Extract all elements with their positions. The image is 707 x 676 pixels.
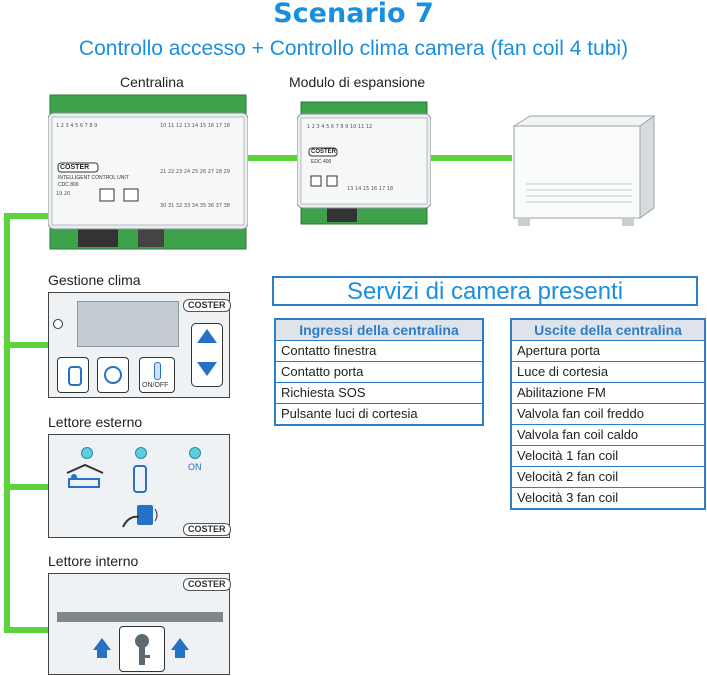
updown-buttons[interactable]: [191, 323, 223, 387]
input-row: Richiesta SOS: [276, 383, 482, 404]
expansion-module-drawing: 1 2 3 4 5 6 7 8 9 10 11 12 13 14 15 16 1…: [296, 101, 432, 225]
onoff-button[interactable]: ON/OFF: [139, 357, 175, 393]
input-row: Contatto porta: [276, 362, 482, 383]
display-screen: [77, 301, 179, 347]
lettore-esterno-label: Lettore esterno: [48, 414, 143, 430]
fan-coil-unit: [508, 112, 658, 230]
scenario-title: Scenario 7: [273, 0, 434, 29]
panel-brand: COSTER: [183, 299, 231, 312]
on-label: ON: [188, 462, 202, 472]
led-dnd: [135, 447, 147, 459]
do-not-disturb-button[interactable]: [57, 357, 89, 393]
onoff-label: ON/OFF: [142, 382, 169, 389]
internal-reader-brand: COSTER: [183, 578, 231, 591]
services-title: Servizi di camera presenti: [272, 276, 698, 306]
card-slot[interactable]: [57, 612, 223, 622]
output-row: Abilitazione FM: [512, 383, 704, 404]
svg-text:30 31 32 33 34 35 36 37 38: 30 31 32 33 34 35 36 37 38: [160, 203, 230, 209]
arrow-up-right-icon: [171, 638, 189, 650]
fan-icon: [104, 366, 122, 384]
arrow-up-icon[interactable]: [197, 329, 217, 343]
inputs-header: Ingressi della centralina: [276, 320, 482, 341]
arrow-down-icon[interactable]: [197, 362, 217, 376]
door-hanger-icon: [133, 465, 147, 493]
output-row: Velocità 2 fan coil: [512, 467, 704, 488]
output-row: Velocità 3 fan coil: [517, 490, 619, 505]
arrow-up-left-stem: [97, 650, 107, 658]
fan-coil-icon: [512, 115, 656, 226]
internal-reader: COSTER: [48, 573, 231, 675]
output-row: Valvola fan coil caldo: [512, 425, 704, 446]
scenario-subtitle: Controllo accesso + Controllo clima came…: [78, 37, 629, 60]
output-row: Velocità 1 fan coil: [512, 446, 704, 467]
card-reader-icon: [122, 505, 158, 528]
svg-text:1 2 3 4 5 6 7 8 9: 1 2 3 4 5 6 7 8 9: [56, 123, 97, 129]
bus-vertical: [4, 213, 10, 633]
gestione-clima-label: Gestione clima: [48, 272, 141, 288]
bus-to-esterno: [4, 484, 48, 490]
control-unit: 1 2 3 4 5 6 7 8 9 10 11 12 13 14 15 16 1…: [47, 93, 249, 251]
expansion-module: 1 2 3 4 5 6 7 8 9 10 11 12 13 14 15 16 1…: [296, 98, 432, 228]
led-indicator: [53, 319, 63, 329]
modulo-label: Modulo di espansione: [289, 74, 426, 90]
link-unit-expansion: [245, 155, 297, 161]
climate-panel: COSTER ON/OFF: [48, 292, 231, 398]
svg-text:21 22 23 24 25 26 27 28 29: 21 22 23 24 25 26 27 28 29: [160, 169, 230, 175]
thermometer-icon: [154, 362, 161, 380]
arrow-up-right-stem: [175, 650, 185, 658]
unit-model: CDC 800: [58, 182, 79, 188]
bus-to-clima: [4, 342, 48, 348]
unit-brand: COSTER: [60, 164, 90, 171]
outputs-header: Uscite della centralina: [512, 320, 704, 341]
bed-icon: [66, 463, 104, 488]
door-hanger-icon: [68, 366, 82, 386]
key-icon: [135, 634, 150, 665]
bus-to-unit: [4, 213, 54, 219]
output-row: Valvola fan coil freddo: [512, 404, 704, 425]
unit-caption: INTELLIGENT CONTROL UNIT: [58, 175, 129, 181]
key-card-holder[interactable]: [119, 626, 165, 672]
output-row: Apertura porta: [512, 341, 704, 362]
svg-text:13 14 15 16 17 18: 13 14 15 16 17 18: [347, 186, 393, 192]
outputs-table: Uscite della centralina Apertura porta L…: [510, 318, 706, 510]
svg-text:1 2 3 4 5 6 7 8 9 10 11 12: 1 2 3 4 5 6 7 8 9 10 11 12: [307, 124, 372, 130]
input-row: Contatto finestra: [276, 341, 482, 362]
inputs-table: Ingressi della centralina Contatto fines…: [274, 318, 484, 426]
expansion-brand: COSTER: [311, 149, 337, 155]
bus-to-interno: [4, 627, 48, 633]
led-on: [189, 447, 201, 459]
led-room-occupied: [81, 447, 93, 459]
expansion-model: EDC 400: [311, 159, 332, 165]
control-unit-drawing: 1 2 3 4 5 6 7 8 9 10 11 12 13 14 15 16 1…: [47, 94, 249, 250]
input-row: Pulsante luci di cortesia: [281, 406, 418, 421]
centralina-label: Centralina: [120, 74, 184, 90]
external-reader: ON COSTER: [48, 434, 231, 538]
fan-speed-button[interactable]: [97, 357, 129, 393]
arrow-up-left-icon: [93, 638, 111, 650]
output-row: Luce di cortesia: [512, 362, 704, 383]
svg-text:10 11 12 13 14 15 16 17 18: 10 11 12 13 14 15 16 17 18: [160, 123, 230, 129]
reader-brand: COSTER: [183, 523, 231, 536]
svg-text:19 20: 19 20: [56, 191, 70, 197]
lettore-interno-label: Lettore interno: [48, 553, 139, 569]
link-expansion-fancoil: [430, 155, 512, 161]
